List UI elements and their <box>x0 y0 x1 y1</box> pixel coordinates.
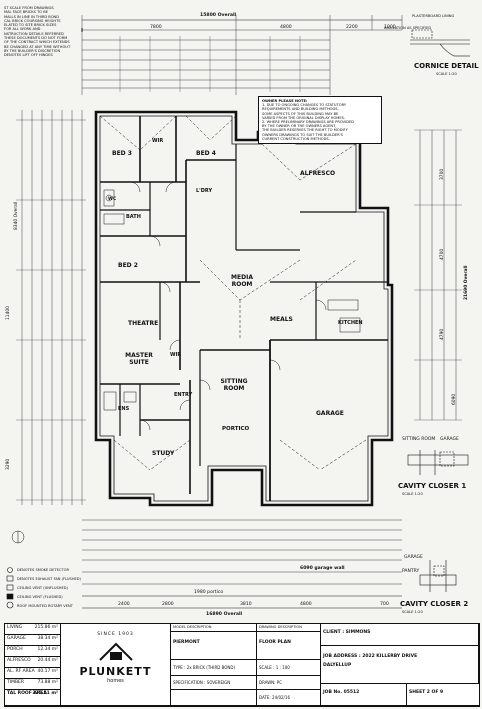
room-meals: MEALS <box>270 316 293 323</box>
room-wir-top: WIR <box>152 138 164 144</box>
dim-bottom-garage: 6090 garage wall <box>300 566 345 571</box>
room-entry: ENTRY <box>174 392 193 398</box>
dim-right-overall: 21690 Overall <box>464 265 469 300</box>
dim-bottom: 4800 <box>300 602 312 607</box>
dim-top-segment: 7800 <box>150 25 162 30</box>
specification: SPECIFICATION : SOVEREIGN <box>171 676 257 690</box>
room-garage: GARAGE <box>316 410 344 417</box>
legend-smoke-detector: DENOTES SMOKE DETECTOR <box>17 568 69 572</box>
dim-right-segment: 3700 <box>440 168 445 180</box>
logo-since: SINCE 1903 <box>97 632 134 637</box>
area-row: AL. RF AREA 40.17 m² <box>5 668 61 679</box>
room-bed3: BED 3 <box>112 150 132 157</box>
room-bed2: BED 2 <box>118 262 138 269</box>
job-number: JOB No. 05512 <box>321 684 407 706</box>
drawing-date: DATE: 24/02/16 <box>257 690 321 706</box>
owner-notes: OWNER PLEASE NOTE: 1. DUE TO ONGOING CHA… <box>258 96 382 145</box>
cavity2-room: PANTRY <box>402 569 420 574</box>
dim-top-segment: 2200 <box>346 25 358 30</box>
area-row: PORCH 12.34 m² <box>5 646 61 657</box>
job-address: JOB ADDRESS : 2022 KILLERBY DRIVE DALYEL… <box>321 646 479 684</box>
dim-bottom: 3810 <box>240 602 252 607</box>
model-extra <box>171 690 257 706</box>
room-study: STUDY <box>152 450 175 457</box>
drawing-scale: SCALE : 1 : 100 <box>257 660 321 676</box>
cornice-label-2: INSULATION AS SPECIFIED <box>384 26 432 30</box>
logo-brand-sub: homes <box>107 678 124 684</box>
dim-top-segment: 1000 <box>384 25 396 30</box>
model-name: PIERMONT <box>171 632 257 660</box>
cornice-detail-title: CORNICE DETAIL <box>414 62 479 70</box>
dim-right-segment: 4790 <box>440 328 445 340</box>
cavity1-room: SITTING ROOM <box>402 437 436 442</box>
client-name: CLIENT : SIMMONS <box>321 624 479 646</box>
dim-top-segment: 4800 <box>280 25 292 30</box>
area-row-total: TAL ROOF AREA 325.51 m² <box>5 690 61 706</box>
logo-icon <box>98 640 134 662</box>
cornice-label-1: PLASTERBOARD LINING <box>412 14 455 18</box>
symbol-legend: DENOTES SMOKE DETECTOR DENOTES EXHAUST F… <box>17 566 81 611</box>
dim-left-overall: 11400 <box>6 306 11 320</box>
cavity2-title: CAVITY CLOSER 2 <box>400 600 469 608</box>
cavity2-scale: Scale 1:20 <box>402 610 423 614</box>
dim-right-segment: 6090 <box>452 393 457 405</box>
construction-type: TYPE : 2x BRICK (THIRD BOND) <box>171 660 257 676</box>
legend-rotary-vent: ROOF MOUNTED ROTARY VENT <box>17 604 73 608</box>
dim-bottom-overall: 16890 Overall <box>206 612 243 617</box>
title-block: LIVING 215.86 m² GARAGE 38.34 m² PORCH 1… <box>4 623 480 707</box>
logo-brand: PLUNKETT <box>79 665 152 678</box>
dim-overall-top: 15800 Overall <box>200 13 237 18</box>
room-alfresco: ALFRESCO <box>300 170 336 177</box>
dim-bottom: 2800 <box>162 602 174 607</box>
room-bath: BATH <box>126 214 141 220</box>
room-ens: ENS <box>118 406 130 412</box>
dim-left-overall-2: 8340 Overall <box>14 201 19 230</box>
room-laundry: L'DRY <box>196 188 213 194</box>
drawn-by: DRAWN: PC <box>257 676 321 690</box>
room-theatre: THEATRE <box>128 320 159 327</box>
drawing-title: FLOOR PLAN <box>257 632 321 660</box>
room-wc: WC <box>108 197 117 202</box>
dim-left-segment: 3290 <box>6 458 11 470</box>
room-kitchen: KITCHEN <box>338 320 363 326</box>
cavity1-title: CAVITY CLOSER 1 <box>398 482 467 490</box>
area-row: ALFRESCO 20.44 m² <box>5 657 61 668</box>
room-bed4: BED 4 <box>196 150 216 157</box>
room-portico: PORTICO <box>222 426 250 432</box>
legend-ceiling-vent-unflushed: CEILING VENT (UNFLUSHED) <box>17 586 68 590</box>
company-logo: SINCE 1903 PLUNKETT homes <box>61 624 171 706</box>
dim-bottom: 700 <box>380 602 389 607</box>
room-sitting: SITTING ROOM <box>220 378 248 392</box>
room-wir-mid: WIR <box>170 352 182 358</box>
room-master-suite: MASTER SUITE <box>125 352 153 366</box>
cavity1-garage: GARAGE <box>440 437 459 442</box>
cornice-scale: SCALE 1:20 <box>436 72 457 76</box>
cavity1-scale: Scale 1:20 <box>402 492 423 496</box>
area-row: LIVING 215.86 m² <box>5 624 61 635</box>
dim-bottom: 1980 portico <box>194 590 224 595</box>
dim-right-segment: 4700 <box>440 248 445 260</box>
area-row: GARAGE 38.34 m² <box>5 635 61 646</box>
drawing-label: DRAWING DESCRIPTION <box>257 624 321 632</box>
dim-bottom: 2400 <box>118 602 130 607</box>
area-row: TIMBER 73.88 m² <box>5 679 61 690</box>
room-media: MEDIA ROOM <box>231 274 253 288</box>
legend-exhaust-fan: DENOTES EXHAUST FAN (FLUSHED) <box>17 577 81 581</box>
cavity2-garage: GARAGE <box>404 555 423 560</box>
model-label: MODEL DESCRIPTION <box>171 624 257 632</box>
legend-ceiling-vent-flushed: CEILING VENT (FLUSHED) <box>17 595 63 599</box>
sheet-number: SHEET 2 OF 9 <box>407 684 479 706</box>
general-notes: ST SCALE FROM DRAWINGS MAL FACE BRICKS T… <box>4 6 71 58</box>
